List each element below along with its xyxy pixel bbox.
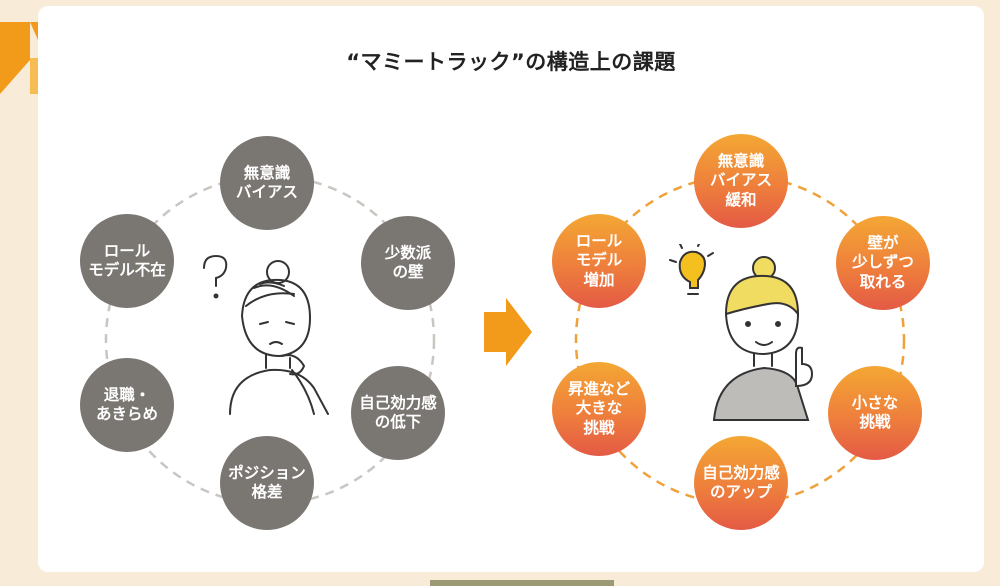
confused-woman-icon <box>194 246 334 421</box>
right-node-more-role-models: ロール モデル 増加 <box>552 214 646 308</box>
idea-woman-icon <box>668 244 818 424</box>
right-cycle-ring <box>38 6 984 572</box>
left-node-self-efficacy-decline: 自己効力感 の低下 <box>351 366 445 460</box>
right-node-self-efficacy-up: 自己効力感 のアップ <box>694 436 788 530</box>
left-node-no-role-model: ロール モデル不在 <box>80 214 174 308</box>
bottom-indicator-bar <box>430 580 614 586</box>
left-node-unconscious-bias: 無意識 バイアス <box>220 136 314 230</box>
left-node-minority-wall: 少数派 の壁 <box>361 216 455 310</box>
right-node-small-challenge: 小さな 挑戦 <box>828 366 922 460</box>
left-node-quit-give-up: 退職・ あきらめ <box>80 358 174 452</box>
right-node-walls-removed: 壁が 少しずつ 取れる <box>836 216 930 310</box>
arrow-right-icon <box>482 296 534 368</box>
right-node-bias-relief: 無意識 バイアス 緩和 <box>694 134 788 228</box>
main-card: “マミートラック”の構造上の課題 無意識 バイアス 少数派 の壁 自己効力感 の… <box>38 6 984 572</box>
right-node-big-challenge: 昇進など 大きな 挑戦 <box>552 362 646 456</box>
left-node-position-gap: ポジション 格差 <box>220 436 314 530</box>
